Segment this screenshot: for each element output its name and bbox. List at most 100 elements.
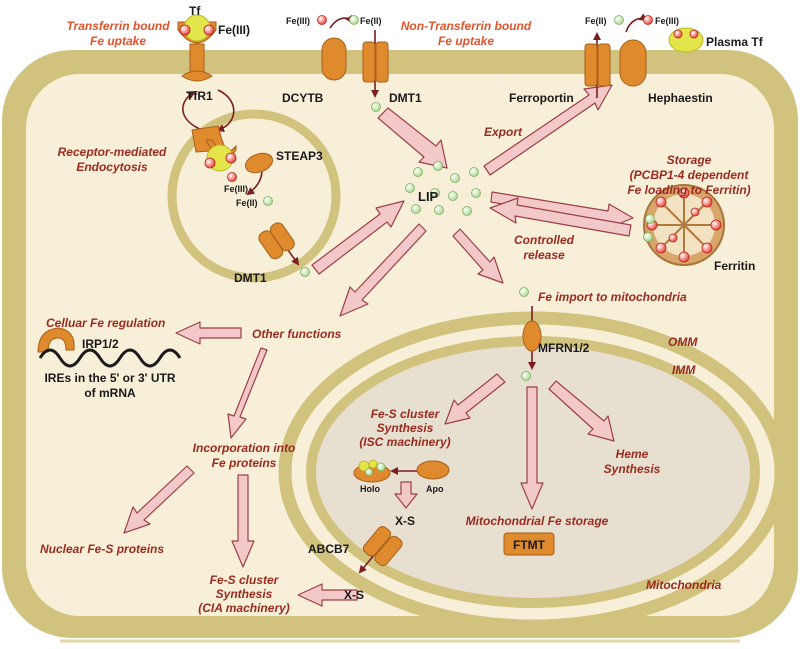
fe2-ion: [263, 196, 273, 206]
other-functions-label: Other functions: [252, 327, 342, 341]
arrow-lip-to-other: [339, 223, 427, 317]
fe3-ion: [227, 172, 237, 182]
arrow-mfrn-to-fes: [444, 373, 506, 425]
mfrn-protein: [522, 320, 542, 352]
storage-label: Storage: [667, 153, 712, 167]
tf-uptake-label: Fe uptake: [90, 34, 146, 48]
mito-storage-label: Mitochondrial Fe storage: [466, 514, 609, 528]
mfrn-label: MFRN1/2: [538, 341, 590, 355]
arrow-mfrn-to-storage: [520, 386, 544, 510]
dmt1-plasma-protein: [362, 41, 389, 83]
endosome: [167, 109, 341, 283]
controlled-release-label: release: [523, 248, 565, 262]
nuclear-fes-label: Nuclear Fe-S proteins: [40, 542, 164, 556]
fes-isc-label: (ISC machinery): [359, 435, 450, 449]
endocytosis-label: Receptor-mediated: [58, 145, 167, 159]
steap3-label: STEAP3: [276, 149, 323, 163]
arrow-endosome-to-lip: [311, 200, 405, 275]
fe3-endosome-label: Fe(III): [224, 184, 248, 194]
mitochondria-label: Mitochondria: [646, 578, 722, 592]
transferrin-receptor-endosome: [191, 125, 237, 172]
tfr1-label: TfR1: [186, 89, 213, 103]
ferritin-shell: [643, 184, 725, 266]
arrow-endosome-recycle: [182, 90, 203, 131]
dcytb-fe2-label: Fe(II): [360, 16, 382, 26]
dcytb-fe3-label: Fe(III): [286, 16, 310, 26]
arrow-incorp-to-cia: [231, 474, 255, 568]
ftmt-label: FTMT: [513, 538, 546, 552]
irp-label: IRP1/2: [82, 337, 119, 351]
arrow-xs-to-cia: [297, 583, 358, 607]
tf-label: Tf: [189, 4, 201, 18]
fes-cia-label: Synthesis: [216, 587, 273, 601]
endocytosis-label: Endocytosis: [76, 160, 148, 174]
arrow-mfrn-to-heme: [548, 380, 615, 442]
mito-import-label: Fe import to mitochondria: [538, 290, 687, 304]
dmt1-endosome-protein: [258, 222, 295, 260]
export-label: Export: [484, 125, 523, 139]
ferroportin-protein: [584, 43, 611, 87]
apo-protein: [416, 460, 450, 480]
arrow-other-to-regulation: [175, 321, 242, 345]
fe3-ion: [317, 15, 327, 25]
fe2-ion: [349, 15, 359, 25]
arrow-incorp-to-nuclear: [123, 465, 195, 534]
lip-label: LIP: [418, 189, 439, 204]
transferrin-receptor-top: [177, 14, 217, 82]
arrow-lip-to-mito: [452, 228, 504, 284]
imm-label: IMM: [672, 363, 696, 377]
fe2-endosome-label: Fe(II): [236, 198, 258, 208]
hephaestin-label: Hephaestin: [648, 91, 713, 105]
dmt1-endosome-label: DMT1: [234, 271, 267, 285]
fes-cia-label: (CIA machinery): [198, 601, 290, 615]
controlled-release-label: Controlled: [514, 233, 575, 247]
fes-isc-label: Fe-S cluster: [371, 407, 441, 421]
fe2-ion: [371, 102, 381, 112]
fe2-ion: [300, 267, 310, 277]
arrow-release-to-lip: [489, 197, 632, 237]
hephaestin-protein: [619, 39, 647, 87]
irp-protein: [37, 327, 75, 353]
holo-protein: [353, 459, 391, 483]
arrow-other-to-incorporation: [227, 347, 268, 439]
ires-label: of mRNA: [84, 386, 136, 400]
hephaestin-fe3-label: Fe(III): [655, 16, 679, 26]
fe3-ion: [643, 15, 653, 25]
abcb7-label: ABCB7: [308, 542, 350, 556]
ferroportin-fe2-label: Fe(II): [585, 16, 607, 26]
arrow-tfr1-to-endosome: [216, 89, 235, 133]
fe2-ion: [521, 371, 531, 381]
storage-label: Fe loading to Ferritin): [627, 183, 750, 197]
xs-upper-label: X-S: [395, 514, 415, 528]
arrow-heph-oxidation: [625, 13, 648, 33]
omm-label: OMM: [668, 335, 698, 349]
plasma-transferrin: [668, 27, 704, 53]
fe2-ion: [614, 15, 624, 25]
ires-label: IREs in the 5' or 3' UTR: [44, 371, 175, 385]
dcytb-label: DCYTB: [282, 91, 324, 105]
heme-synthesis-label: Synthesis: [604, 462, 661, 476]
dcytb-protein: [321, 37, 347, 81]
ntbi-uptake-label: Fe uptake: [438, 34, 494, 48]
storage-label: (PCBP1-4 dependent: [630, 168, 750, 182]
tf-uptake-label: Transferrin bound: [66, 19, 170, 33]
ferroportin-label: Ferroportin: [509, 91, 574, 105]
fe2-ion: [645, 214, 655, 224]
incorporation-label: Incorporation into: [193, 441, 296, 455]
ntbi-uptake-label: Non-Transferrin bound: [401, 19, 532, 33]
arrow-isc-down: [394, 481, 418, 509]
fe3-label: Fe(III): [218, 23, 250, 37]
xs-lower-label: X-S: [344, 588, 364, 602]
arrow-dcytb-reduction: [329, 14, 354, 29]
fe2-ion: [519, 287, 529, 297]
labile-iron-pool: [405, 161, 481, 216]
dmt1-label: DMT1: [389, 91, 422, 105]
fes-isc-label: Synthesis: [377, 421, 434, 435]
steap3-protein: [244, 152, 274, 174]
mrna-strand: [38, 348, 182, 368]
arrow-steap3-reduction: [246, 169, 263, 196]
heme-synthesis-label: Heme: [616, 447, 649, 461]
holo-label: Holo: [360, 484, 380, 494]
